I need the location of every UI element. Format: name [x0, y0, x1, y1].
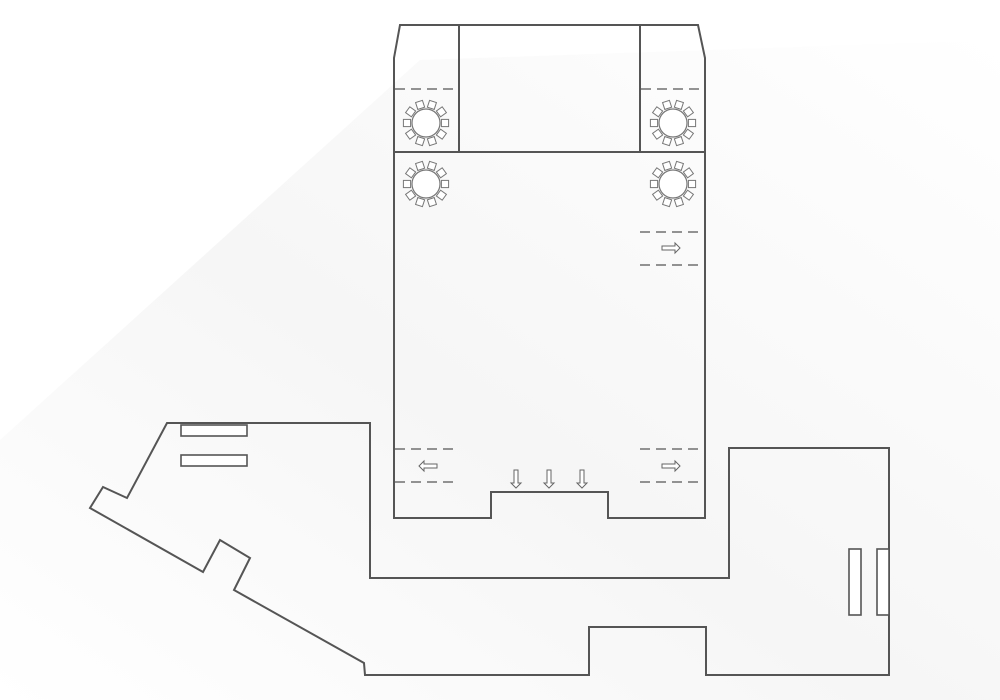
chair-icon [661, 160, 673, 172]
chair-icon [673, 99, 685, 111]
chair-icon [404, 128, 417, 140]
arrow-down-icon [509, 469, 523, 489]
table-top-icon [411, 108, 441, 138]
chair-icon [682, 106, 695, 118]
chair-icon [661, 196, 673, 208]
chair-icon [426, 135, 438, 147]
arrow-right-icon [661, 241, 681, 255]
table-top-icon [411, 169, 441, 199]
chair-icon [440, 118, 450, 128]
arrow-right-icon [661, 459, 681, 473]
chair-icon [651, 128, 664, 140]
chair-icon [687, 179, 697, 189]
chair-icon [673, 135, 685, 147]
chair-icon [649, 179, 659, 189]
counter-top [180, 424, 248, 437]
round-table-icon [402, 99, 450, 147]
chair-icon [435, 106, 448, 118]
chair-icon [682, 128, 695, 140]
chair-icon [435, 189, 448, 201]
lower-area-wall [88, 422, 890, 676]
chair-icon [414, 196, 426, 208]
upper-hall-wall [393, 24, 706, 519]
chair-icon [402, 179, 412, 189]
chair-icon [426, 160, 438, 172]
chair-icon [426, 196, 438, 208]
chair-icon [651, 167, 664, 179]
arrow-down-icon [575, 469, 589, 489]
chair-icon [687, 118, 697, 128]
chair-icon [673, 160, 685, 172]
chair-icon [673, 196, 685, 208]
chair-icon [426, 99, 438, 111]
chair-icon [651, 106, 664, 118]
chair-icon [682, 189, 695, 201]
chair-icon [435, 128, 448, 140]
chair-icon [661, 135, 673, 147]
chair-icon [414, 160, 426, 172]
chair-icon [414, 99, 426, 111]
round-table-icon [649, 160, 697, 208]
chair-icon [414, 135, 426, 147]
chair-icon [435, 167, 448, 179]
bench-right [876, 548, 890, 616]
table-top-icon [658, 108, 688, 138]
chair-icon [402, 118, 412, 128]
chair-icon [649, 118, 659, 128]
chair-icon [651, 189, 664, 201]
arrow-down-icon [542, 469, 556, 489]
chair-icon [404, 189, 417, 201]
table-top-icon [658, 169, 688, 199]
chair-icon [682, 167, 695, 179]
chair-icon [404, 167, 417, 179]
bench-left [848, 548, 862, 616]
chair-icon [440, 179, 450, 189]
arrow-left-icon [418, 459, 438, 473]
counter-bottom [180, 454, 248, 467]
chair-icon [661, 99, 673, 111]
round-table-icon [649, 99, 697, 147]
round-table-icon [402, 160, 450, 208]
chair-icon [404, 106, 417, 118]
